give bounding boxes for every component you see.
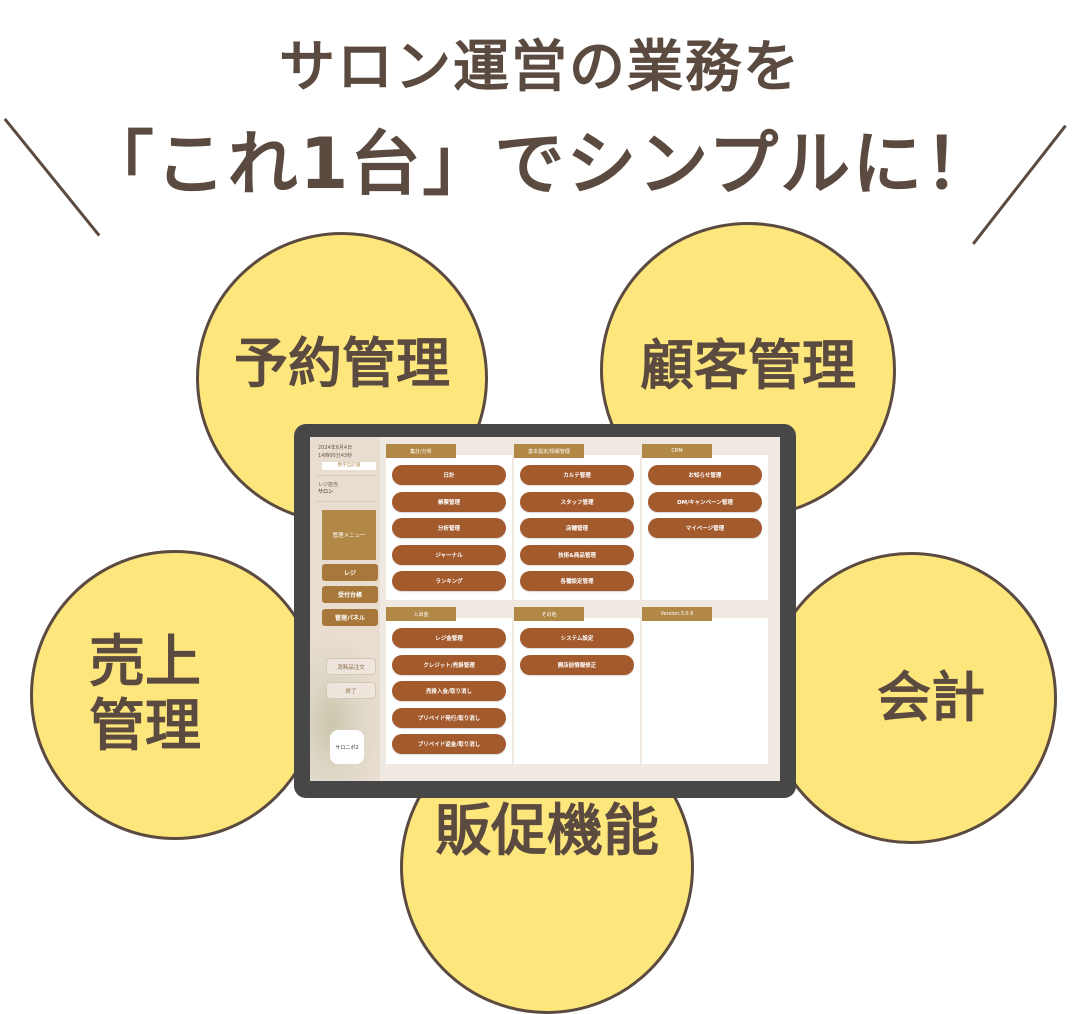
feature-label: 売上 管理	[89, 630, 201, 760]
admin-panel-button[interactable]: 管理パネル	[322, 609, 378, 626]
panel-tab: その他	[514, 607, 584, 621]
panel-version: Version:3.0.6	[642, 607, 768, 764]
feature-label-line-2: 管理	[89, 694, 201, 759]
version-label: Version:3.0.6	[642, 607, 712, 621]
sidebar: 2024年6月4日 14時00分43秒 数字自店舗 レジ担当 サロン 管理メニュ…	[310, 437, 380, 781]
headline-line-2: 「これ1台」でシンプルに！	[83, 123, 997, 205]
current-date: 2024年6月4日	[318, 445, 353, 451]
admin-menu-title: 管理メニュー	[322, 510, 376, 560]
feature-sales-management: 売上 管理	[30, 550, 320, 840]
headline-line-1: サロン運営の業務を	[279, 35, 801, 100]
store-badge[interactable]: 数字自店舗	[322, 462, 376, 470]
receivable-payment-button[interactable]: 売掛入金/取り消し	[392, 681, 506, 701]
panel-crm: CRM お知らせ管理 DM/キャンペーン管理 マイページ管理	[642, 444, 768, 600]
exit-button[interactable]: 終了	[326, 682, 376, 699]
sidebar-datetime: 2024年6月4日 14時00分43秒	[318, 444, 352, 460]
cashier-label: レジ担当	[318, 482, 339, 488]
analysis-button[interactable]: 分析管理	[392, 518, 506, 538]
journal-button[interactable]: ジャーナル	[392, 545, 506, 565]
app-logo: サロニポ2	[330, 730, 364, 764]
register-button[interactable]: レジ	[322, 564, 378, 581]
credit-receivables-button[interactable]: クレジット/売掛管理	[392, 655, 506, 675]
panel-other: その他 システム設定 開店前情報修正	[514, 607, 640, 764]
various-settings-button[interactable]: 各種設定管理	[520, 571, 634, 591]
divider	[316, 475, 376, 476]
divider	[316, 501, 376, 502]
panel-analytics: 集計/分析 日計 帳票管理 分析管理 ジャーナル ランキング	[386, 444, 512, 600]
pre-opening-correction-button[interactable]: 開店前情報修正	[520, 655, 634, 675]
tablet-device: 2024年6月4日 14時00分43秒 数字自店舗 レジ担当 サロン 管理メニュ…	[294, 424, 796, 798]
prepaid-refund-button[interactable]: プリペイド返金/取り消し	[392, 734, 506, 754]
reports-button[interactable]: 帳票管理	[392, 492, 506, 512]
mypage-management-button[interactable]: マイページ管理	[648, 518, 762, 538]
feature-label-line-1: 売上	[89, 629, 201, 695]
feature-label: 販促機能	[435, 798, 659, 864]
prepaid-issue-button[interactable]: プリペイド発行/取り消し	[392, 708, 506, 728]
feature-label: 予約管理	[234, 331, 450, 395]
staff-management-button[interactable]: スタッフ管理	[520, 492, 634, 512]
chart-management-button[interactable]: カルテ管理	[520, 465, 634, 485]
panel-tab: 入出金	[386, 607, 456, 621]
current-time: 14時00分43秒	[318, 453, 353, 459]
panel-settings: 基本設定/情報管理 カルテ管理 スタッフ管理 店舗管理 技術&商品管理 各種設定…	[514, 444, 640, 600]
daily-report-button[interactable]: 日計	[392, 465, 506, 485]
register-cash-button[interactable]: レジ金管理	[392, 628, 506, 648]
panel-tab: 基本設定/情報管理	[514, 444, 584, 458]
cashier-name: サロン	[318, 489, 334, 495]
dm-campaign-management-button[interactable]: DM/キャンペーン管理	[648, 492, 762, 512]
feature-accounting: 会計	[765, 552, 1057, 844]
ranking-button[interactable]: ランキング	[392, 571, 506, 591]
service-product-management-button[interactable]: 技術&商品管理	[520, 545, 634, 565]
feature-label: 会計	[877, 665, 985, 729]
feature-label: 顧客管理	[640, 333, 856, 397]
panel-tab: 集計/分析	[386, 444, 456, 458]
supplies-order-button[interactable]: 消耗品注文	[326, 658, 376, 675]
panel-cash: 入出金 レジ金管理 クレジット/売掛管理 売掛入金/取り消し プリペイド発行/取…	[386, 607, 512, 764]
notice-management-button[interactable]: お知らせ管理	[648, 465, 762, 485]
panel-tab: CRM	[642, 444, 712, 458]
reception-ledger-button[interactable]: 受付台帳	[322, 586, 378, 603]
system-settings-button[interactable]: システム設定	[520, 628, 634, 648]
store-management-button[interactable]: 店舗管理	[520, 518, 634, 538]
tablet-screen: 2024年6月4日 14時00分43秒 数字自店舗 レジ担当 サロン 管理メニュ…	[310, 437, 780, 781]
